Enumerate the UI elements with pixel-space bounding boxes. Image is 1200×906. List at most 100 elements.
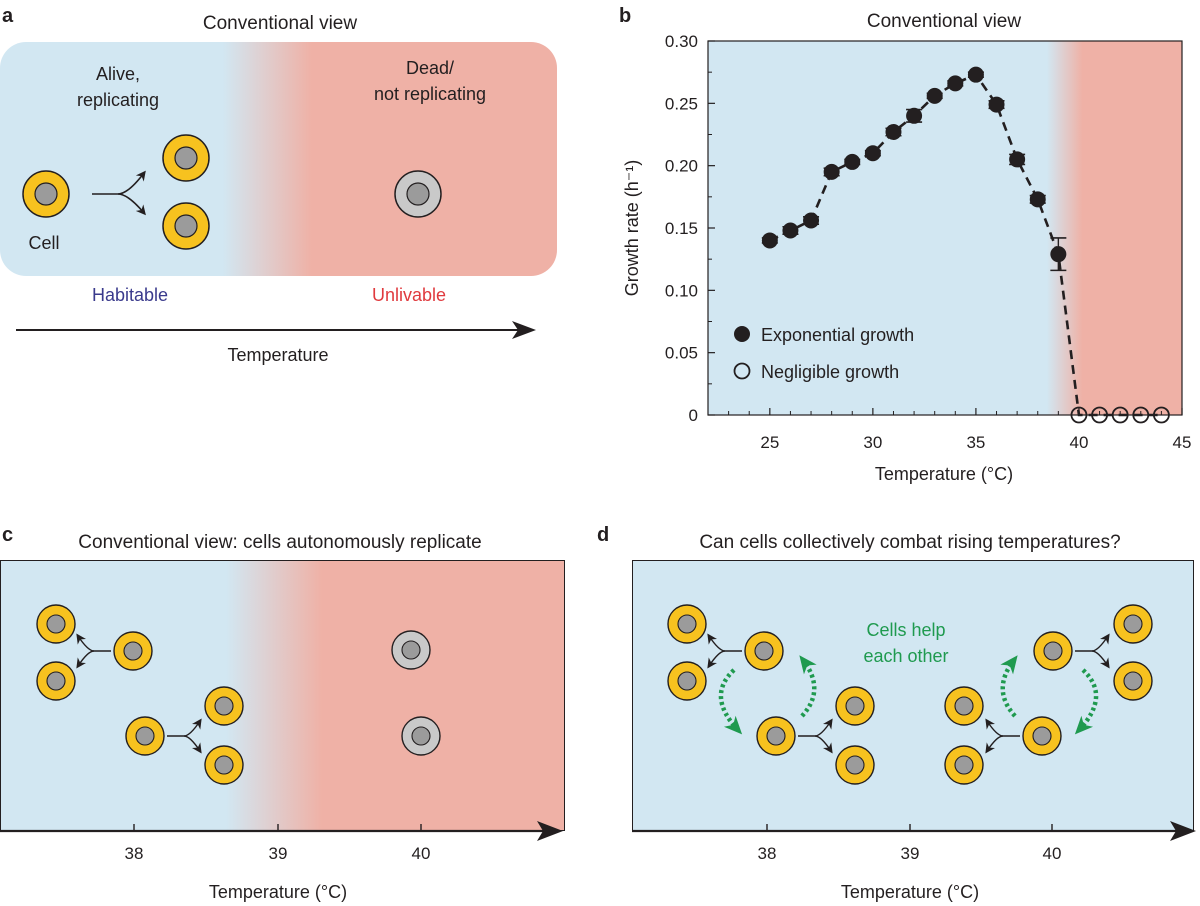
x-tick-label: 45	[1173, 433, 1192, 452]
cell-icon	[162, 134, 210, 182]
chart-title: Conventional view	[867, 11, 1021, 32]
split-arrow-icon	[76, 633, 111, 669]
data-point-filled	[761, 232, 778, 249]
arrow-head-icon	[512, 321, 536, 339]
cell-icon	[835, 745, 875, 785]
panel-d-title: Can cells collectively combat rising tem…	[699, 532, 1120, 553]
y-tick-label: 0.30	[665, 32, 698, 51]
panel-letter-d: d	[597, 524, 609, 546]
split-arrow-icon	[985, 718, 1020, 754]
split-arrow-icon	[798, 718, 833, 754]
tick-label: 39	[901, 844, 920, 863]
cell-icon	[36, 661, 76, 701]
temperature-axis-label: Temperature	[227, 345, 328, 365]
split-arrow-icon	[92, 170, 146, 216]
dead-cell-icon	[391, 630, 431, 670]
data-point-filled	[926, 87, 943, 104]
x-tick-label: 40	[1069, 433, 1088, 452]
data-point-filled	[782, 222, 799, 239]
y-tick-label: 0.20	[665, 157, 698, 176]
data-point-filled	[885, 124, 902, 141]
y-tick-label: 0.15	[665, 219, 698, 238]
data-point-open	[1111, 406, 1129, 424]
x-tick-label: 25	[760, 433, 779, 452]
cell-icon	[744, 631, 784, 671]
panel-letter-b: b	[619, 5, 631, 27]
dead-label-line2: not replicating	[374, 84, 486, 104]
y-axis-label: Growth rate (h⁻¹)	[622, 160, 642, 297]
chart-marks	[761, 66, 1170, 424]
cells-help-label-line1: Cells help	[866, 620, 945, 640]
data-point-filled	[864, 145, 881, 162]
temperature-range-box	[632, 560, 1194, 831]
data-point-filled	[823, 163, 840, 180]
data-point-open	[1070, 406, 1088, 424]
cell-icon	[1022, 716, 1062, 756]
tick-label: 38	[125, 844, 144, 863]
x-axis-label: Temperature (°C)	[875, 464, 1013, 484]
panel-b: b Conventional view 00.050.100.150.200.2…	[619, 5, 1191, 484]
unlivable-label: Unlivable	[372, 285, 446, 305]
panel-a: a Conventional view Alive, replicating D…	[0, 5, 557, 365]
data-point-filled	[803, 212, 820, 229]
data-point-filled	[1050, 246, 1067, 263]
arrow-head-icon	[1170, 821, 1196, 841]
dead-label-line1: Dead/	[406, 58, 454, 78]
cell-icon	[667, 604, 707, 644]
cell-icon	[113, 631, 153, 671]
data-point-open	[1152, 406, 1170, 424]
cell-icon	[125, 716, 165, 756]
split-arrow-icon	[167, 718, 202, 754]
data-point-filled	[1009, 151, 1026, 168]
legend-label-negligible: Negligible growth	[761, 362, 899, 382]
cell-icon	[756, 716, 796, 756]
trend-line	[769, 73, 1162, 417]
data-point-filled	[844, 153, 861, 170]
temperature-axis-label: Temperature (°C)	[841, 882, 979, 902]
legend-label-exponential: Exponential growth	[761, 325, 914, 345]
help-arrow-icon	[1000, 655, 1018, 718]
dead-cell-icon	[401, 716, 441, 756]
panel-letter-a: a	[2, 5, 14, 27]
cells-help-label-line2: each other	[863, 646, 948, 666]
cell-label: Cell	[28, 233, 59, 253]
arrow-head-icon	[537, 821, 563, 841]
data-point-filled	[988, 96, 1005, 113]
x-tick-label: 35	[966, 433, 985, 452]
tick-label: 39	[269, 844, 288, 863]
tick-label: 40	[412, 844, 431, 863]
data-point-open	[1091, 406, 1108, 424]
cell-icon	[22, 170, 70, 218]
cell-icon	[162, 202, 210, 250]
panel-c: c Conventional view: cells autonomously …	[0, 524, 565, 902]
temperature-range-box	[0, 42, 557, 276]
cell-icon	[667, 661, 707, 701]
tick-label: 40	[1043, 844, 1062, 863]
data-point-filled	[947, 75, 964, 92]
y-tick-label: 0	[689, 406, 698, 425]
alive-label-line1: Alive,	[96, 64, 140, 84]
split-arrow-icon	[707, 633, 742, 669]
data-point-filled	[967, 66, 984, 83]
cell-icon	[1113, 661, 1153, 701]
legend-marker-filled	[734, 326, 750, 342]
cell-icon	[36, 604, 76, 644]
cell-icon	[204, 745, 244, 785]
dead-cell-icon	[394, 170, 442, 218]
y-tick-label: 0.05	[665, 344, 698, 363]
panel-d: d Can cells collectively combat rising t…	[597, 524, 1196, 902]
panel-a-title: Conventional view	[203, 13, 357, 34]
cell-icon	[1033, 631, 1073, 671]
legend-marker-open	[733, 362, 751, 380]
x-tick-label: 30	[863, 433, 882, 452]
plot-area	[708, 41, 1182, 415]
data-point-filled	[1029, 191, 1046, 208]
temperature-axis-label: Temperature (°C)	[209, 882, 347, 902]
cell-icon	[204, 686, 244, 726]
y-tick-label: 0.25	[665, 94, 698, 113]
data-point-filled	[906, 107, 923, 124]
split-arrow-icon	[1075, 633, 1110, 669]
panel-c-title: Conventional view: cells autonomously re…	[78, 532, 481, 553]
